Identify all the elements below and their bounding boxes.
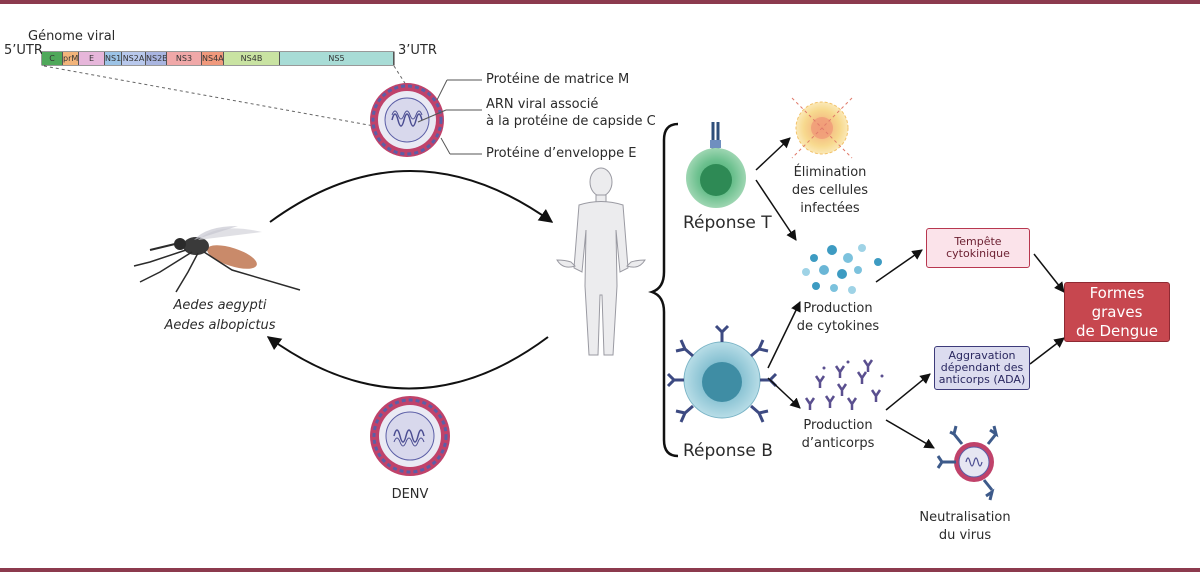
genome-segment: E (79, 52, 105, 65)
severe-dengue-box: Formes graves de Dengue (1064, 282, 1170, 342)
genome-segment: C (42, 52, 63, 65)
arrow-antibodies-to-neutralisation (885, 419, 935, 449)
ada-line2: dépendant des (940, 361, 1024, 374)
species-albopictus: Aedes albopictus (164, 318, 276, 333)
top-border (0, 0, 1200, 4)
neutralised-virus-icon (936, 425, 999, 501)
severe-dengue-line2: de Dengue (1075, 321, 1159, 340)
bottom-border (0, 568, 1200, 572)
b-cell-icon (666, 324, 778, 423)
outcome-elimination-1: Élimination (793, 165, 867, 180)
ada-line1: Aggravation (948, 349, 1016, 362)
response-t-label: Réponse T (683, 213, 772, 233)
denv-virion-icon (370, 396, 450, 476)
label-viral-rna-1: ARN viral associé (486, 97, 599, 112)
genome-segment: NS2B (146, 52, 167, 65)
severe-dengue-line1: Formes graves (1089, 283, 1145, 321)
outcome-elimination-2: des cellules (791, 183, 869, 198)
arrow-t-to-elimination (755, 137, 791, 171)
outcome-antibodies-1: Production (803, 418, 873, 433)
cytokines-icon (802, 244, 882, 294)
arrow-b-to-antibodies (767, 377, 801, 409)
label-matrix-protein: Protéine de matrice M (486, 72, 630, 87)
arrow-antibodies-to-ada (885, 373, 931, 411)
label-viral-rna-2: à la protéine de capside C (486, 114, 656, 129)
ada-line3: anticorps (ADA) (938, 373, 1026, 386)
genome-segment: NS4A (202, 52, 224, 65)
genome-segment: NS2A (122, 52, 146, 65)
arrow-storm-to-severe (1033, 253, 1065, 293)
label-envelope-protein: Protéine d’enveloppe E (486, 146, 637, 161)
genome-leader-left (43, 65, 386, 129)
utr5-label: 5’UTR (4, 43, 43, 58)
genome-segment: NS1 (105, 52, 122, 65)
cytokine-storm-line2: cytokinique (946, 247, 1010, 260)
leader-matrix (436, 79, 448, 101)
virus-name: DENV (391, 487, 429, 502)
genome-segment: NS3 (167, 52, 202, 65)
genome-segment: prM (63, 52, 79, 65)
arrow-b-to-cytokines (767, 301, 801, 369)
species-aegypti: Aedes aegypti (173, 298, 267, 313)
human-figure-icon (556, 167, 646, 356)
cytokine-storm-box: Tempête cytokinique (926, 228, 1030, 268)
leader-envelope (440, 137, 451, 155)
leader-rna (417, 109, 447, 123)
arrow-t-to-cytokines (755, 179, 797, 241)
infected-cell-icon (791, 97, 853, 159)
genome-segment: NS5 (280, 52, 394, 65)
arrow-cytokines-to-storm (875, 249, 923, 283)
mosquito-icon (133, 226, 301, 293)
outcome-antibodies-2: d’anticorps (801, 436, 875, 451)
outcome-neutralisation-1: Neutralisation (919, 510, 1011, 525)
ada-box: Aggravation dépendant des anticorps (ADA… (934, 346, 1030, 390)
genome-segment: NS4B (224, 52, 280, 65)
antibody-dots (822, 360, 884, 378)
outcome-elimination-3: infectées (800, 201, 860, 216)
t-cell-icon (686, 122, 746, 208)
genome-leader-right (393, 65, 409, 89)
response-brace (648, 122, 679, 458)
arrow-ada-to-severe (1029, 337, 1065, 365)
arrow-human-to-mosquito (266, 336, 549, 390)
antibodies-icon (804, 359, 882, 410)
arrow-mosquito-to-human (269, 170, 554, 223)
genome-title: Génome viral (28, 29, 116, 44)
outcome-cytokines-2: de cytokines (796, 319, 880, 334)
virion-top-icon (370, 83, 444, 157)
outcome-neutralisation-2: du virus (938, 528, 992, 543)
cytokine-storm-line1: Tempête (954, 235, 1002, 248)
outcome-cytokines-1: Production (803, 301, 873, 316)
utr3-label: 3’UTR (398, 43, 437, 58)
response-b-label: Réponse B (683, 441, 773, 461)
